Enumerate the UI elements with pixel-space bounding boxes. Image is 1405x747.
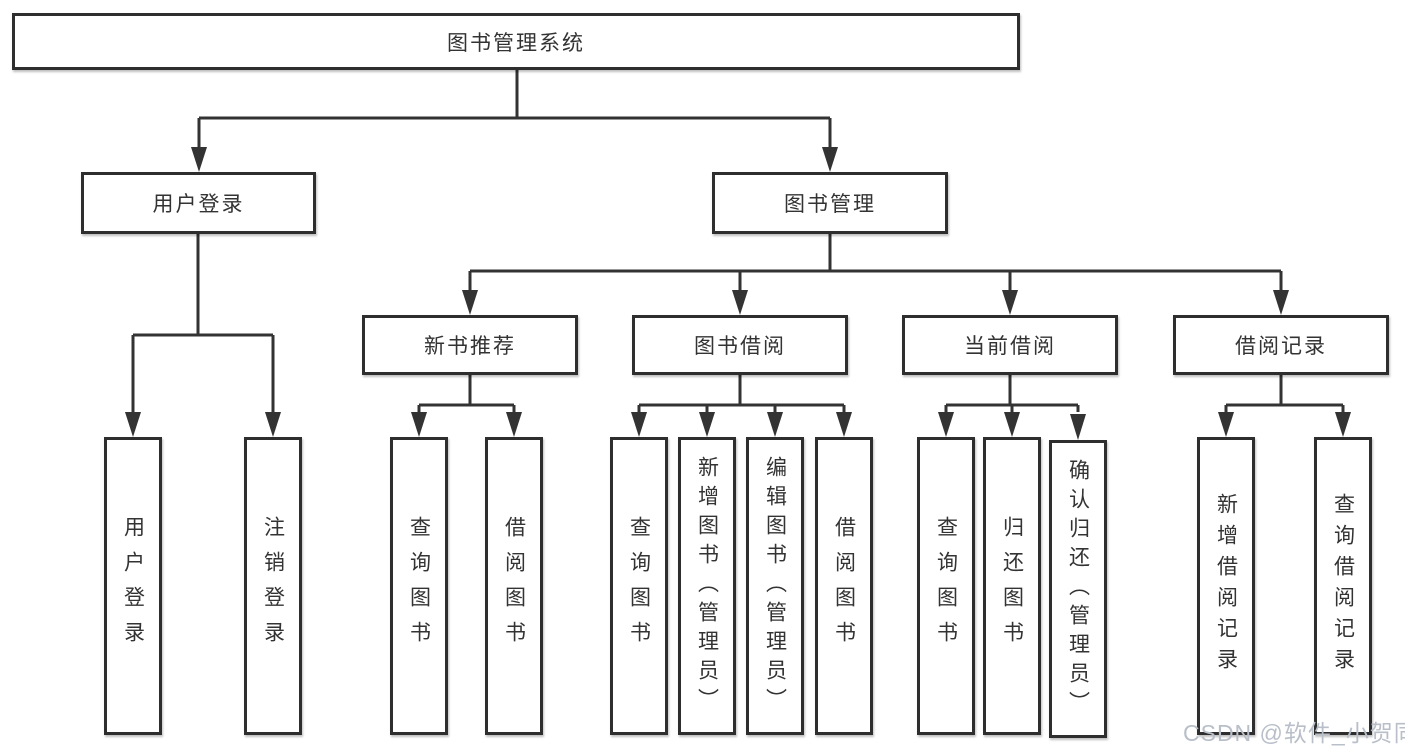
connector-bookborrow-to-children <box>631 375 852 437</box>
node-book-borrow: 图书借阅 <box>632 315 848 375</box>
node-br-query-record: 查询借阅记录 <box>1314 437 1372 735</box>
connector-bookmgmt-to-level3 <box>462 234 1289 315</box>
watermark-text: CSDN @软件_小贺同学 <box>1183 720 1405 746</box>
node-bb-query-books-label: 查询图书 <box>627 516 651 656</box>
node-bb-add-books-label: 新增图书（管理员） <box>695 455 719 717</box>
node-logout-label: 注销登录 <box>261 516 285 656</box>
node-cb-return-books: 归还图书 <box>983 437 1041 735</box>
node-cb-query-books-label: 查询图书 <box>934 516 958 656</box>
node-logout: 注销登录 <box>244 437 302 735</box>
node-book-mgmt-label: 图书管理 <box>784 193 876 216</box>
connector-borrowrecords-to-children <box>1218 375 1351 437</box>
node-book-mgmt: 图书管理 <box>712 172 948 234</box>
node-current-borrow-label: 当前借阅 <box>964 335 1056 358</box>
node-cb-confirm-return: 确认归还（管理员） <box>1049 440 1107 738</box>
node-user-login-label: 用户登录 <box>152 193 245 216</box>
node-current-borrow: 当前借阅 <box>902 315 1118 375</box>
node-cb-confirm-return-label: 确认归还（管理员） <box>1066 458 1090 720</box>
node-cb-return-books-label: 归还图书 <box>1000 516 1024 656</box>
node-bb-borrow-books: 借阅图书 <box>815 437 873 735</box>
node-login-label: 用户登录 <box>121 516 145 656</box>
node-bb-edit-books: 编辑图书（管理员） <box>746 437 804 735</box>
node-bb-add-books: 新增图书（管理员） <box>678 437 736 735</box>
node-book-borrow-label: 图书借阅 <box>694 335 786 358</box>
node-nb-query-books-label: 查询图书 <box>407 516 431 656</box>
connector-newbookrec-to-children <box>411 375 522 437</box>
connector-userlogin-to-children <box>125 234 281 437</box>
node-new-book-rec-label: 新书推荐 <box>424 335 516 358</box>
node-login: 用户登录 <box>104 437 162 735</box>
node-root: 图书管理系统 <box>12 13 1020 70</box>
node-nb-borrow-books: 借阅图书 <box>485 437 543 735</box>
node-br-query-record-label: 查询借阅记录 <box>1331 493 1355 679</box>
node-borrow-records: 借阅记录 <box>1173 315 1389 375</box>
connector-currentborrow-to-children <box>938 375 1086 440</box>
node-br-add-record: 新增借阅记录 <box>1197 437 1255 735</box>
node-bb-query-books: 查询图书 <box>610 437 668 735</box>
node-nb-borrow-books-label: 借阅图书 <box>502 516 526 656</box>
node-cb-query-books: 查询图书 <box>917 437 975 735</box>
node-bb-borrow-books-label: 借阅图书 <box>832 516 856 656</box>
node-root-label: 图书管理系统 <box>447 31 585 55</box>
node-new-book-rec: 新书推荐 <box>362 315 578 375</box>
node-user-login: 用户登录 <box>81 172 316 234</box>
node-bb-edit-books-label: 编辑图书（管理员） <box>763 455 787 717</box>
node-borrow-records-label: 借阅记录 <box>1235 335 1327 358</box>
connector-root-to-level1 <box>191 70 838 172</box>
node-nb-query-books: 查询图书 <box>390 437 448 735</box>
node-br-add-record-label: 新增借阅记录 <box>1214 493 1238 679</box>
